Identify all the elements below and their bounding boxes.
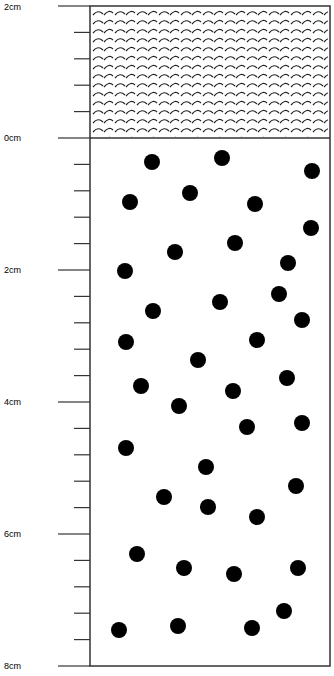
particle <box>214 150 230 166</box>
particle <box>200 499 216 515</box>
particle <box>167 244 183 260</box>
particle <box>129 546 145 562</box>
particle <box>111 622 127 638</box>
minor-tick <box>74 639 90 640</box>
scale-label: 2cm <box>3 2 22 12</box>
minor-tick <box>74 560 90 561</box>
surface-line <box>90 137 330 139</box>
particle <box>226 566 242 582</box>
particle <box>118 440 134 456</box>
minor-tick <box>74 586 90 587</box>
particle <box>133 378 149 394</box>
particle <box>294 415 310 431</box>
minor-tick <box>74 507 90 508</box>
particle <box>118 334 134 350</box>
minor-tick <box>74 481 90 482</box>
particle <box>182 185 198 201</box>
scale-label: 0cm <box>3 133 22 143</box>
particle <box>117 263 133 279</box>
minor-tick <box>74 85 90 86</box>
major-tick <box>58 137 90 138</box>
particles <box>111 150 320 638</box>
particle <box>156 489 172 505</box>
particle <box>276 603 292 619</box>
minor-tick <box>74 190 90 191</box>
particle <box>227 235 243 251</box>
particle <box>280 255 296 271</box>
minor-tick <box>74 217 90 218</box>
wavy-layer <box>92 8 328 137</box>
scale-label: 4cm <box>3 397 22 407</box>
particle <box>190 352 206 368</box>
particle <box>249 332 265 348</box>
particle <box>304 163 320 179</box>
major-tick <box>58 401 90 402</box>
minor-tick <box>74 613 90 614</box>
particle <box>198 459 214 475</box>
particle <box>176 560 192 576</box>
minor-tick <box>74 375 90 376</box>
major-tick <box>58 5 90 6</box>
particle <box>279 370 295 386</box>
particle <box>239 419 255 435</box>
minor-tick <box>74 454 90 455</box>
particle <box>212 294 228 310</box>
particle <box>247 196 263 212</box>
particle <box>244 620 260 636</box>
particle <box>145 303 161 319</box>
minor-tick <box>74 349 90 350</box>
major-tick <box>58 665 90 666</box>
minor-tick <box>74 296 90 297</box>
minor-tick <box>74 322 90 323</box>
major-tick <box>58 269 90 270</box>
minor-tick <box>74 32 90 33</box>
particle <box>288 478 304 494</box>
minor-tick <box>74 428 90 429</box>
major-tick <box>58 533 90 534</box>
particle <box>171 398 187 414</box>
minor-tick <box>74 58 90 59</box>
scale-label: 2cm <box>3 265 22 275</box>
scale-label: 6cm <box>3 529 22 539</box>
particle <box>271 286 287 302</box>
particle <box>303 220 319 236</box>
scale-label: 8cm <box>3 661 22 671</box>
minor-tick <box>74 164 90 165</box>
minor-tick <box>74 111 90 112</box>
particle <box>249 509 265 525</box>
particle <box>122 194 138 210</box>
column-outline <box>90 6 330 666</box>
minor-tick <box>74 243 90 244</box>
particle <box>294 312 310 328</box>
particle <box>290 560 306 576</box>
particle <box>144 154 160 170</box>
particle <box>170 618 186 634</box>
particle <box>225 383 241 399</box>
